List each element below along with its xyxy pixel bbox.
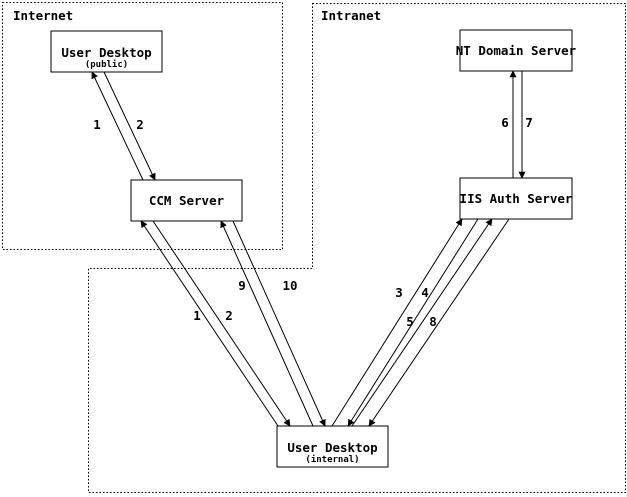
flow-step-label: 10 <box>282 278 297 293</box>
node-ccm-server: CCM Server <box>130 179 243 222</box>
arrow-9-internal-desktop-to-ccm <box>220 220 314 427</box>
arrow-8-iis-to-internal-desktop <box>368 218 510 427</box>
arrow-1-internal-desktop-to-ccm <box>140 220 279 427</box>
flow-step-label: 1 <box>193 308 201 323</box>
flow-step-label: 8 <box>429 314 437 329</box>
arrow-5-internal-desktop-to-iis <box>351 218 493 427</box>
flow-step-label: 1 <box>93 117 101 132</box>
node-box-outline <box>50 30 163 73</box>
flow-step-label: 2 <box>225 308 233 323</box>
intranet-zone-border <box>88 3 626 493</box>
node-title: User Desktop <box>61 45 151 60</box>
flow-step-label: 3 <box>395 285 403 300</box>
flow-step-label: 2 <box>136 117 144 132</box>
flow-step-label: 7 <box>525 115 533 130</box>
node-title: NT Domain Server <box>456 43 577 58</box>
node-title: CCM Server <box>149 193 225 208</box>
arrow-10-ccm-to-internal-desktop <box>232 220 326 427</box>
node-title: IIS Auth Server <box>460 191 573 206</box>
flow-step-label: 4 <box>421 285 429 300</box>
intranet-zone-label: Intranet <box>321 8 381 23</box>
node-subtitle: (internal) <box>305 454 359 465</box>
flow-step-label: 6 <box>501 115 509 130</box>
node-box-outline <box>276 425 389 468</box>
internet-zone-label: Internet <box>13 8 73 23</box>
arrow-3-internal-desktop-to-iis <box>331 218 463 427</box>
node-subtitle: (public) <box>85 59 128 70</box>
flow-step-label: 5 <box>406 314 414 329</box>
arrow-4-iis-to-internal-desktop <box>347 218 479 427</box>
node-title: User Desktop <box>287 440 377 455</box>
arrow-2-public-desktop-to-ccm <box>103 71 156 181</box>
node-iis-auth-server: IIS Auth Server <box>459 177 573 220</box>
node-nt-domain-server: NT Domain Server <box>456 29 577 72</box>
node-user-desktop-internal: User Desktop (internal) <box>276 425 389 468</box>
node-box-outline <box>130 179 243 222</box>
internet-zone-border <box>2 2 283 250</box>
node-box-outline <box>459 177 573 220</box>
node-user-desktop-public: User Desktop (public) <box>50 30 163 73</box>
flow-step-label: 9 <box>238 278 246 293</box>
node-box-outline <box>459 29 573 72</box>
arrow-1-ccm-to-public-desktop <box>91 71 144 181</box>
arrow-2-ccm-to-internal-desktop <box>152 220 291 427</box>
